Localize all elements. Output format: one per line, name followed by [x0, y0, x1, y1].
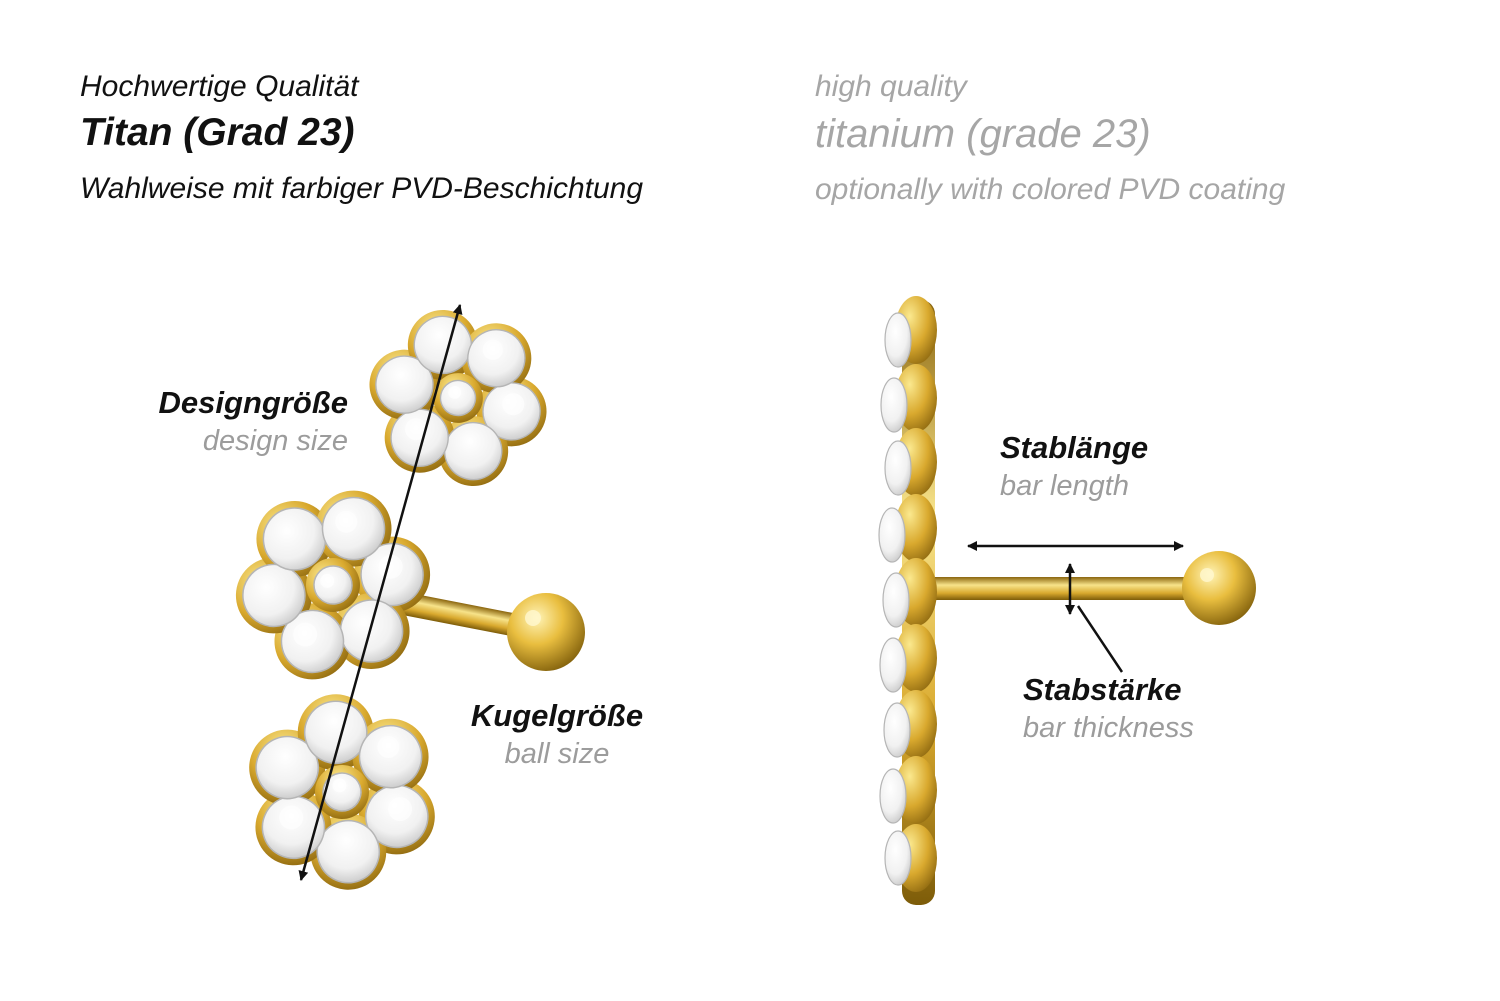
- side-flower-profile: [878, 296, 937, 905]
- front-ball: [507, 593, 585, 671]
- header-en-quality: high quality: [815, 70, 967, 103]
- bar-thickness-label-de: Stabstärke: [1023, 672, 1182, 707]
- side-ball: [1182, 551, 1256, 625]
- design-size-label: Designgröße design size: [90, 383, 348, 460]
- header-en-material: titanium (grade 23): [815, 112, 1151, 156]
- header-de-coating: Wahlweise mit farbiger PVD-Beschichtung: [80, 171, 644, 205]
- header-en-coating: optionally with colored PVD coating: [815, 173, 1286, 206]
- bar-thickness-pointer-line: [1076, 605, 1124, 673]
- design-size-arrow: [298, 304, 463, 881]
- flower-top: [349, 295, 567, 501]
- header-german: Hochwertige Qualität Titan (Grad 23) Wah…: [80, 70, 643, 205]
- bar-length-label-en: bar length: [1000, 469, 1129, 502]
- flower-middle: [220, 478, 446, 692]
- design-size-label-en: design size: [202, 424, 348, 457]
- ball-size-label: Kugelgröße ball size: [452, 696, 662, 773]
- bar-thickness-label-en: bar thickness: [1023, 711, 1194, 744]
- bar-length-label-de: Stablänge: [1000, 430, 1149, 465]
- jewelry-side-view: [878, 296, 1256, 905]
- design-size-label-de: Designgröße: [158, 385, 348, 420]
- jewelry-front-view: [215, 295, 585, 915]
- bar-thickness-label: Stabstärke bar thickness: [1023, 670, 1283, 747]
- flower-bottom: [215, 669, 469, 915]
- header-de-material: Titan (Grad 23): [80, 111, 355, 154]
- ball-size-label-de: Kugelgröße: [470, 698, 644, 733]
- side-bar: [928, 577, 1190, 600]
- header-english: high quality titanium (grade 23) optiona…: [815, 70, 1285, 206]
- ball-size-label-en: ball size: [504, 737, 610, 770]
- header-de-quality: Hochwertige Qualität: [80, 70, 359, 103]
- bar-length-label: Stablänge bar length: [1000, 428, 1260, 505]
